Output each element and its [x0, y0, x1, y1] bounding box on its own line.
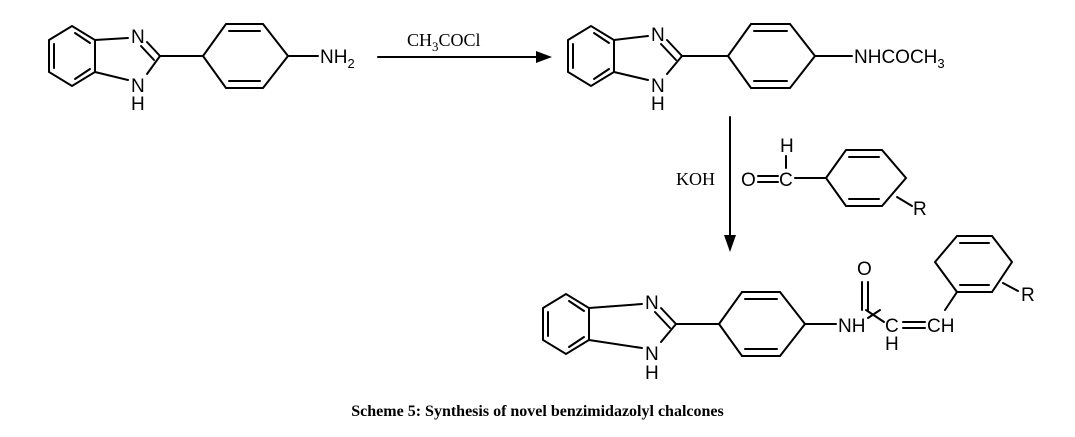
alkene-h-label: H	[885, 334, 899, 355]
carbonyl-o-label: O	[857, 259, 872, 280]
amine-label: NH2	[320, 47, 355, 71]
step1-reagent-label: CH3COCl	[407, 30, 481, 54]
starting-material-aminophenyl-benzimidazole: N N H NH2	[48, 23, 355, 115]
imidazole-nh-n-label: N	[651, 76, 665, 97]
scheme-caption: Scheme 5: Synthesis of novel benzimidazo…	[351, 403, 724, 420]
amide-nh-label: NH	[838, 316, 865, 337]
acetamide-label: NHCOCH3	[854, 47, 945, 71]
imidazole-n-label: N	[645, 293, 659, 314]
aldehyde-h-label: H	[780, 136, 794, 157]
chalcone-product: N N H NH O C H CH R	[542, 235, 1035, 384]
step2-arrow: KOH	[676, 116, 736, 252]
aldehyde-r-substituent-label: R	[913, 199, 927, 220]
imidazole-nh-n-label: N	[645, 344, 659, 365]
chalcone-r-substituent-label: R	[1021, 285, 1035, 306]
acetamide-intermediate: N N H NHCOCH3	[567, 23, 945, 115]
imidazole-nh-h-label: H	[645, 363, 659, 384]
substituted-benzaldehyde: O C H R	[741, 136, 927, 220]
aldehyde-c-label: C	[779, 170, 793, 191]
imidazole-nh-h-label: H	[131, 94, 145, 115]
alkene-ch-label: CH	[927, 316, 954, 337]
step2-base-label: KOH	[676, 169, 715, 189]
imidazole-nh-n-label: N	[131, 76, 145, 97]
imidazole-n-label: N	[131, 27, 145, 48]
aldehyde-o-label: O	[741, 170, 756, 191]
imidazole-nh-h-label: H	[651, 94, 665, 115]
step1-arrow: CH3COCl	[377, 30, 552, 63]
imidazole-n-label: N	[651, 25, 665, 46]
alkene-c-label: C	[885, 316, 899, 337]
